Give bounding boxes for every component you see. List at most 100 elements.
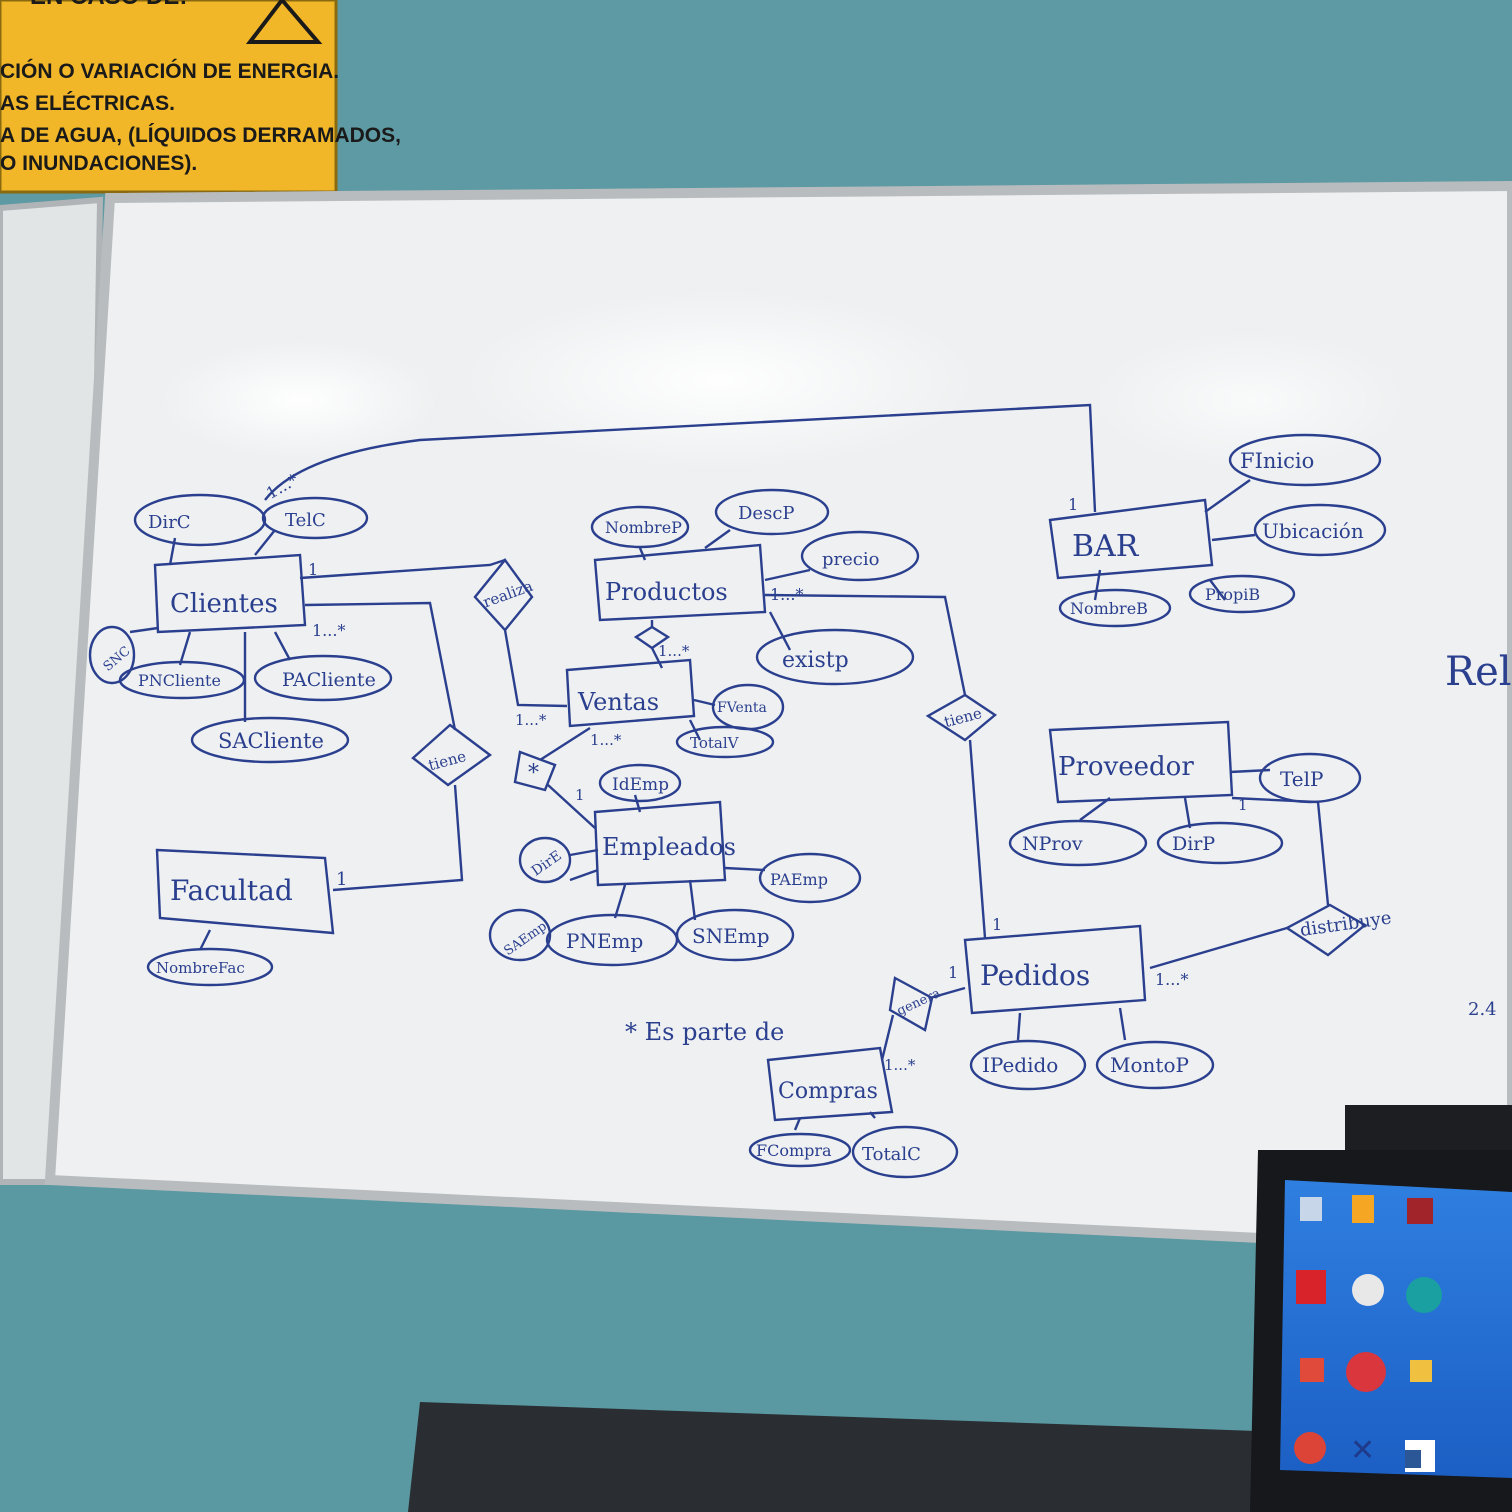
attr-ellipse-pncliente bbox=[118, 660, 246, 700]
line-clientes-tiene bbox=[304, 601, 457, 731]
entity-box-ventas bbox=[565, 658, 696, 728]
attr-label-idemp: IdEmp bbox=[612, 775, 669, 795]
attr-label-existp: existp bbox=[782, 648, 849, 673]
entity-label-clientes: Clientes bbox=[170, 589, 278, 619]
chart-app-icon bbox=[1352, 1195, 1374, 1223]
attr-ellipse-idemp bbox=[598, 763, 682, 803]
attr-label-finicio: FInicio bbox=[1240, 449, 1314, 473]
cardinality-pedidos-many: 1...* bbox=[1155, 970, 1188, 989]
entity-label-proveedor: Proveedor bbox=[1058, 752, 1194, 782]
note-es-parte-de: * Es parte de bbox=[625, 1018, 784, 1046]
cardinality-ventas-bottom-many: 1...* bbox=[590, 731, 622, 749]
attr-ellipse-nombreb bbox=[1058, 588, 1172, 628]
sign-heading: EN CASO DE: bbox=[30, 0, 187, 10]
attr-ellipse-existp bbox=[755, 628, 915, 686]
monitor-back-foreground bbox=[408, 1402, 1460, 1512]
relationship-label-es-parte-de: * bbox=[528, 761, 539, 786]
attr-label-snemp: SNEmp bbox=[692, 924, 770, 948]
attr-label-sacliente: SACliente bbox=[218, 729, 324, 753]
cardinality-pedidos-left-one: 1 bbox=[948, 963, 958, 982]
attr-ellipse-precio bbox=[800, 530, 920, 582]
attr-ellipse-totalc bbox=[851, 1125, 959, 1179]
whiteboard bbox=[44, 180, 1512, 1256]
line-tiene-pedidos bbox=[968, 739, 987, 939]
attr-label-paemp: PAEmp bbox=[770, 870, 828, 889]
sign-line-4: O INUNDACIONES). bbox=[0, 152, 197, 175]
line-clientes-realiza bbox=[299, 558, 506, 580]
relationship-diamond-genera bbox=[888, 976, 934, 1032]
cardinality-facultad-one: 1 bbox=[336, 869, 347, 890]
attr-label-nprov: NProv bbox=[1022, 833, 1083, 855]
attr-label-ubicacion: Ubicación bbox=[1262, 519, 1364, 543]
entity-box-productos bbox=[593, 543, 767, 622]
attr-label-pnemp: PNEmp bbox=[566, 929, 643, 953]
attr-ellipse-telp bbox=[1258, 752, 1362, 804]
cardinality-proveedor-one: 1 bbox=[1238, 796, 1248, 814]
attr-ellipse-dirp bbox=[1156, 821, 1284, 865]
attr-label-propib: PropiB bbox=[1205, 585, 1260, 604]
attr-label-totalc: TotalC bbox=[862, 1144, 921, 1165]
attr-ellipse-descp bbox=[714, 488, 830, 536]
attr-ellipse-ipedido bbox=[969, 1039, 1087, 1091]
relationship-diamond-distribuye bbox=[1284, 903, 1368, 957]
entity-box-bar bbox=[1048, 498, 1214, 580]
folder-app-icon bbox=[1410, 1360, 1432, 1382]
line-tiene-facultad bbox=[332, 784, 464, 892]
edge-number-right: 2.4 bbox=[1468, 999, 1497, 1020]
entity-box-facultad bbox=[155, 848, 335, 935]
cardinality-productos-ventas-many: 1...* bbox=[658, 642, 690, 660]
attr-ellipse-saemp bbox=[488, 908, 552, 962]
line-distribuye-pedidos bbox=[1149, 926, 1288, 970]
attr-label-dirp: DirP bbox=[1172, 833, 1215, 855]
acrobat-reader-icon bbox=[1296, 1270, 1326, 1304]
sign-line-2: AS ELÉCTRICAS. bbox=[0, 92, 175, 115]
sign-line-1: CIÓN O VARIACIÓN DE ENERGIA. bbox=[0, 59, 339, 83]
second-monitor-top bbox=[1345, 1105, 1512, 1155]
attr-label-telp: TelP bbox=[1280, 767, 1323, 791]
archive-app-icon bbox=[1407, 1198, 1433, 1224]
attr-label-pacliente: PACliente bbox=[282, 669, 376, 691]
line-productos-tiene bbox=[764, 593, 967, 696]
attr-label-dirc: DirC bbox=[148, 512, 191, 533]
attr-ellipse-dirc bbox=[133, 493, 267, 547]
high-voltage-icon bbox=[245, 0, 323, 44]
cardinality-clientes-many: 1...* bbox=[312, 621, 345, 640]
cardinality-productos-many: 1...* bbox=[770, 585, 803, 604]
attr-label-montop: MontoP bbox=[1110, 1053, 1189, 1077]
line-productos-ventas bbox=[650, 620, 664, 669]
attr-label-descp: DescP bbox=[738, 503, 795, 524]
er-diagram bbox=[88, 403, 1387, 1179]
sign-line-3: A DE AGUA, (LÍQUIDOS DERRAMADOS, bbox=[0, 124, 401, 147]
attr-ellipse-nombrefac bbox=[146, 947, 274, 987]
attr-ellipse-dire bbox=[518, 836, 572, 884]
attr-label-telc: TelC bbox=[285, 510, 326, 531]
line-clientes-bar bbox=[264, 403, 1097, 513]
entity-box-proveedor bbox=[1048, 720, 1234, 804]
warning-sign: EN CASO DE: CIÓN O VARIACIÓN DE ENERGIA.… bbox=[0, 0, 401, 194]
attr-ellipse-snemp bbox=[675, 908, 795, 962]
cardinality-ventas-left-many: 1...* bbox=[515, 711, 547, 729]
attr-label-nombreb: NombreB bbox=[1070, 599, 1148, 618]
attr-ellipse-fcompra bbox=[748, 1132, 852, 1168]
attr-label-pncliente: PNCliente bbox=[138, 671, 221, 690]
monitor-screen bbox=[1280, 1180, 1512, 1478]
entity-label-ventas: Ventas bbox=[577, 688, 659, 716]
entity-label-bar: BAR bbox=[1072, 529, 1140, 564]
attr-ellipse-telc bbox=[261, 496, 369, 540]
entity-label-compras: Compras bbox=[778, 1079, 878, 1104]
package-app-icon bbox=[1300, 1358, 1324, 1382]
entity-box-clientes bbox=[153, 553, 307, 634]
entity-label-productos: Productos bbox=[605, 578, 728, 606]
attr-ellipse-finicio bbox=[1228, 433, 1382, 487]
relationship-diamond-es-parte-de bbox=[513, 750, 557, 792]
attribute-connectors bbox=[129, 479, 1271, 1131]
attr-label-fventa: FVenta bbox=[717, 700, 767, 716]
attr-ellipse-snc bbox=[88, 625, 136, 685]
relationship-diamond-tiene-facultad bbox=[411, 723, 493, 787]
edge-text-right: Rel bbox=[1445, 649, 1512, 695]
attr-ellipse-paemp bbox=[758, 852, 862, 904]
attr-ellipse-montop bbox=[1095, 1040, 1215, 1090]
chrome-icon bbox=[1294, 1432, 1326, 1464]
cardinality-empleados-one: 1 bbox=[575, 786, 585, 804]
attr-label-ipedido: IPedido bbox=[982, 1053, 1058, 1077]
